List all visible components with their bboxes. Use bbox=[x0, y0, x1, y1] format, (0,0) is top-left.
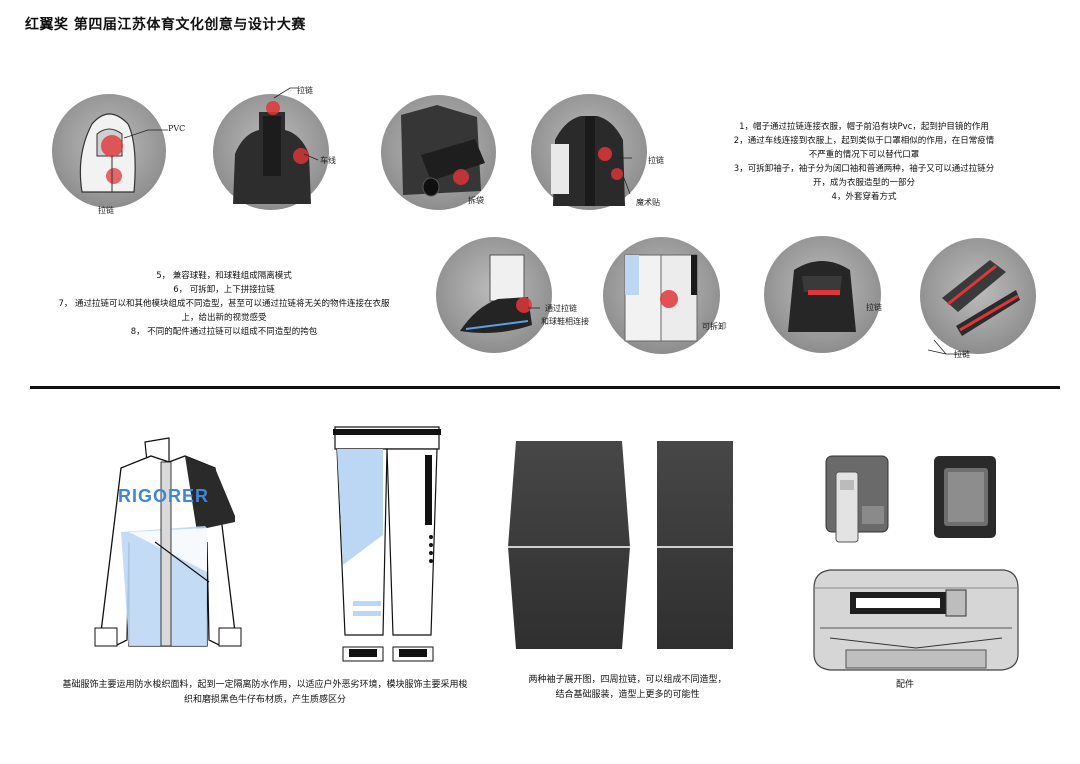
note-5: 5， 兼容球鞋，和球鞋组成隔离模式 bbox=[156, 271, 292, 281]
detail-circle-sleeve bbox=[381, 95, 496, 210]
caption-base-line1: 基础服饰主要运用防水梭织面料，起到一定隔离防水作用，以适应户外恶劣环境，模块服饰… bbox=[62, 680, 468, 690]
caption-sleeve-line1: 两种袖子展开图，四周拉链，可以组成不同造型， bbox=[528, 675, 727, 685]
label-zipper-coat: 拉链 bbox=[648, 156, 664, 165]
accessory-phone-case bbox=[934, 456, 996, 538]
sleeve-panel-a bbox=[508, 441, 630, 649]
jacket-flat-sketch bbox=[94, 437, 242, 647]
callout-lines-zipper bbox=[928, 339, 966, 355]
label-zipper-closeup: 拉链 bbox=[954, 350, 970, 359]
label-pvc: PVC bbox=[168, 124, 186, 133]
caption-sleeve-line2: 结合基础服装，造型上更多的可能性 bbox=[555, 690, 700, 700]
note-7b: 上，给出新的视觉感受 bbox=[181, 313, 267, 323]
callout-lines-shoe bbox=[528, 307, 540, 309]
trouser-illustration bbox=[624, 254, 698, 342]
jacket-brand-text: RIGORER bbox=[118, 486, 210, 506]
shoe-illustration bbox=[460, 254, 532, 333]
detail-circle-hood bbox=[52, 94, 166, 208]
hood-illustration bbox=[79, 113, 136, 193]
callout-lines-hood bbox=[118, 129, 168, 180]
label-zipper-module: 拉链 bbox=[866, 303, 882, 312]
caption-accessories: 配件 bbox=[895, 680, 914, 690]
section-divider bbox=[30, 386, 1060, 389]
zipper-illustration bbox=[942, 260, 1020, 336]
detail-circle-collar bbox=[213, 94, 329, 210]
label-chai-dai: 拆袋 bbox=[468, 196, 484, 205]
note-4: 4，外套穿着方式 bbox=[831, 192, 897, 202]
caption-base-line2: 织和磨损黑色牛仔布材质，产生质感区分 bbox=[183, 695, 346, 705]
caption-base-garments: 基础服饰主要运用防水梭织面料，起到一定隔离防水作用，以适应户外恶劣环境，模块服饰… bbox=[30, 678, 500, 708]
coat-illustration bbox=[551, 116, 625, 206]
note-7: 7， 通过拉链可以和其他模块组成不同造型，甚至可以通过拉链将无关的物件连接在衣服 bbox=[58, 299, 390, 309]
detail-circle-zipper bbox=[920, 238, 1036, 354]
accessory-pouch bbox=[825, 455, 889, 543]
label-car-line: 车线 bbox=[320, 156, 336, 165]
detail-circle-trouser bbox=[603, 237, 720, 354]
note-3b: 开，成为衣服造型的一部分 bbox=[812, 178, 915, 188]
detail-circle-module bbox=[764, 236, 881, 353]
note-2: 2，通过车线连接到衣服上，起到类似于口罩相似的作用，在日常疫情 bbox=[733, 136, 995, 146]
note-1: 1，帽子通过拉链连接衣服，帽子前沿有块Pvc，起到护目镜的作用 bbox=[739, 122, 989, 132]
detail-circle-coat bbox=[531, 94, 647, 210]
label-shoe-connect: 和球鞋相连接 bbox=[541, 317, 589, 326]
notes-middle-left: 5， 兼容球鞋，和球鞋组成隔离模式 6， 可拆卸，上下拼接拉链 7， 通过拉链可… bbox=[34, 269, 414, 339]
label-zipper-collar: 拉链 bbox=[297, 86, 313, 95]
accessory-bag bbox=[813, 569, 1019, 671]
note-6: 6， 可拆卸，上下拼接拉链 bbox=[173, 285, 275, 295]
sleeve-illustration bbox=[401, 105, 485, 197]
module-illustration bbox=[788, 261, 856, 332]
callout-lines-collar bbox=[273, 87, 319, 161]
callout-lines-coat bbox=[618, 157, 632, 195]
sleeve-panel-b bbox=[657, 441, 733, 649]
label-removable-leg: 可拆卸 bbox=[702, 322, 726, 331]
caption-sleeves: 两种袖子展开图，四周拉链，可以组成不同造型， 结合基础服装，造型上更多的可能性 bbox=[505, 673, 750, 703]
note-2b: 不严重的情况下可以替代口罩 bbox=[808, 150, 920, 160]
page-title: 红翼奖 第四届江苏体育文化创意与设计大赛 bbox=[25, 17, 306, 33]
label-shoe-zipper: 通过拉链 bbox=[545, 304, 577, 313]
note-3: 3，可拆卸袖子，袖子分为阔口袖和普通两种，袖子又可以通过拉链分 bbox=[733, 164, 995, 174]
label-zipper-hood: 拉链 bbox=[98, 206, 114, 215]
trousers-flat-sketch bbox=[333, 426, 441, 662]
detail-circle-shoe bbox=[436, 237, 552, 353]
notes-top-right: 1，帽子通过拉链连接衣服，帽子前沿有块Pvc，起到护目镜的作用 2，通过车线连接… bbox=[704, 120, 1024, 204]
collar-illustration bbox=[233, 101, 311, 204]
label-mo-shu-tie: 魔术贴 bbox=[636, 198, 660, 207]
note-8: 8， 不同的配件通过拉链可以组成不同造型的挎包 bbox=[130, 327, 318, 337]
